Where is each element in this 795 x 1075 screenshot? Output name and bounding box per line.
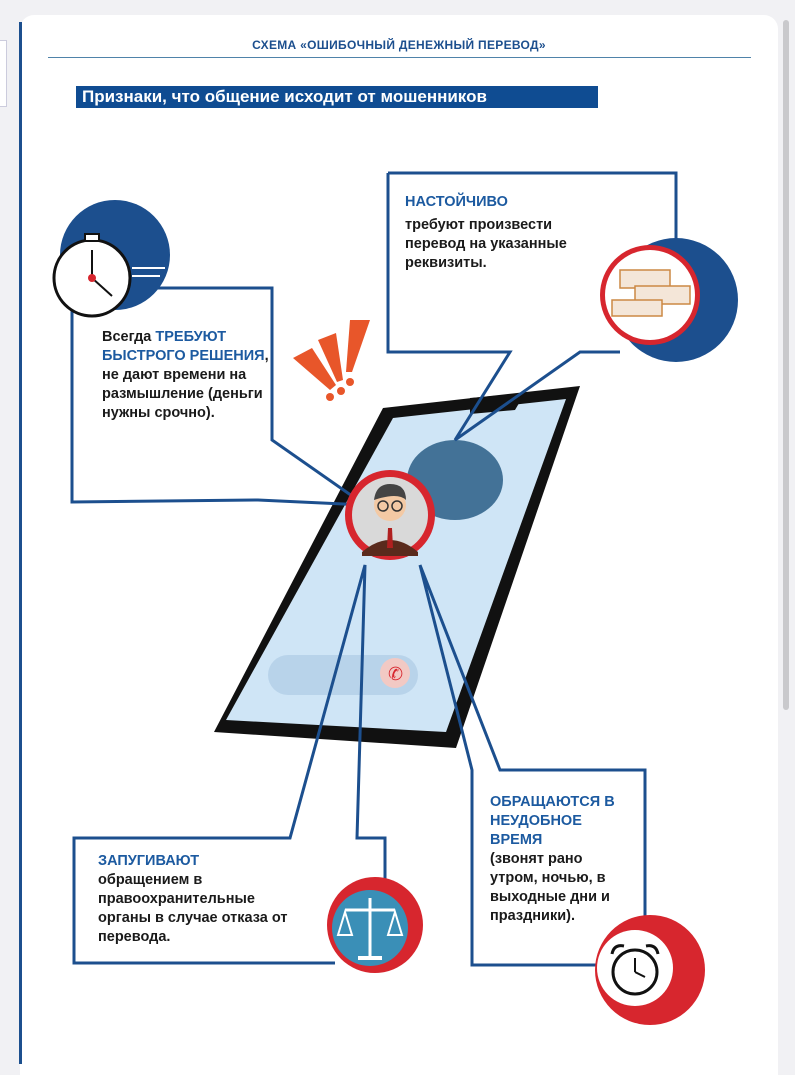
urgent-prefix: Всегда	[102, 329, 156, 345]
inconvenient-heading: ОБРАЩАЮТСЯ В НЕУДОБНОЕ ВРЕМЯ	[490, 794, 615, 848]
card-insistent-text: НАСТОЙЧИВО требуют произвести перевод на…	[405, 193, 605, 273]
scrollbar[interactable]	[783, 20, 789, 710]
urgent-body: не дают времени на размышление (деньги н…	[102, 367, 263, 421]
callout-insistent	[388, 171, 678, 240]
inconvenient-body: (звонят рано утром, ночью, в выходные дн…	[490, 851, 610, 924]
stopwatch-icon	[52, 200, 170, 318]
money-icon	[600, 238, 738, 362]
header-rule	[48, 57, 751, 58]
scheme-header: СХЕМА «ОШИБОЧНЫЙ ДЕНЕЖНЫЙ ПЕРЕВОД»	[252, 38, 546, 52]
phone-call-icon	[380, 658, 410, 688]
intimidate-heading: ЗАПУГИВАЮТ	[98, 853, 200, 869]
alarm-clock-icon	[595, 915, 705, 1025]
side-panel-edge	[0, 40, 7, 107]
urgent-highlight: ТРЕБУЮТ БЫСТРОГО РЕШЕНИЯ	[102, 329, 265, 364]
scales-icon	[327, 877, 423, 973]
callout-intimidate	[72, 564, 387, 965]
card-inconvenient-text: ОБРАЩАЮТСЯ В НЕУДОБНОЕ ВРЕМЯ (звонят ран…	[490, 793, 630, 926]
caller-avatar	[345, 470, 435, 560]
alert-exclamation-icon	[293, 320, 370, 401]
divider-line	[19, 22, 22, 1064]
insistent-heading: НАСТОЙЧИВО	[405, 194, 508, 210]
svg-text:✆: ✆	[388, 664, 403, 684]
intimidate-body: обращением в правоохранительные органы в…	[98, 872, 288, 945]
page-title: Признаки, что общение исходит от мошенни…	[76, 86, 598, 108]
callout-inconvenient	[418, 564, 647, 967]
insistent-body: требуют произвести перевод на указанные …	[405, 217, 567, 271]
card-intimidate-text: ЗАПУГИВАЮТ обращением в правоохранительн…	[98, 852, 308, 947]
card-urgent-text: Всегда ТРЕБУЮТ БЫСТРОГО РЕШЕНИЯ, не дают…	[102, 328, 272, 423]
phone-illustration: ✆	[214, 386, 580, 748]
urgent-suffix: ,	[264, 348, 269, 364]
